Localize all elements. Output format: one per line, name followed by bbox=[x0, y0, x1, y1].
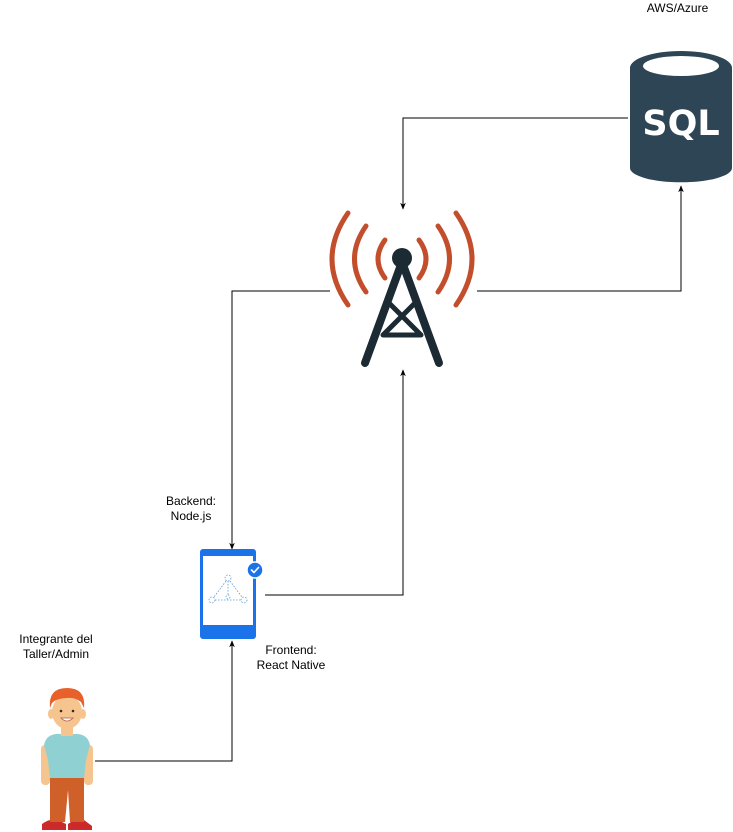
signal-wave-right-inner bbox=[416, 237, 429, 281]
radio-tower-icon bbox=[329, 210, 475, 367]
signal-wave-left-inner bbox=[375, 237, 388, 281]
connector-tower-to-db bbox=[477, 185, 684, 292]
backend-label-line1: Backend: bbox=[165, 494, 217, 508]
sql-database-icon: SQL bbox=[630, 51, 732, 183]
signal-wave-left-outer bbox=[329, 210, 351, 308]
backend-label-line2: Node.js bbox=[170, 509, 212, 523]
connector-phone-to-tower bbox=[265, 369, 406, 596]
user-label: Integrante del Taller/Admin bbox=[10, 632, 102, 662]
shoe-right bbox=[68, 819, 92, 830]
backend-label: Backend: Node.js bbox=[156, 494, 226, 524]
mobile-app-icon bbox=[200, 549, 264, 639]
user-label-line2: Taller/Admin bbox=[22, 647, 90, 661]
connector-tower-to-phone bbox=[229, 290, 330, 550]
signal-wave-left-mid bbox=[352, 223, 369, 295]
frontend-label-line2: React Native bbox=[256, 658, 326, 672]
signal-wave-right-outer bbox=[453, 210, 475, 308]
frontend-label: Frontend: React Native bbox=[248, 643, 334, 673]
connector-user-to-phone bbox=[95, 640, 235, 762]
db-label: SQL bbox=[642, 104, 719, 144]
frontend-label-line1: Frontend: bbox=[265, 643, 317, 657]
check-badge-icon bbox=[246, 561, 264, 579]
connector-db-to-tower bbox=[400, 117, 628, 210]
user-label-line1: Integrante del bbox=[19, 632, 93, 646]
shoe-left bbox=[42, 819, 66, 830]
cloud-provider-label: AWS/Azure bbox=[646, 1, 709, 15]
signal-wave-right-mid bbox=[435, 223, 452, 295]
user-person-icon bbox=[41, 688, 93, 830]
